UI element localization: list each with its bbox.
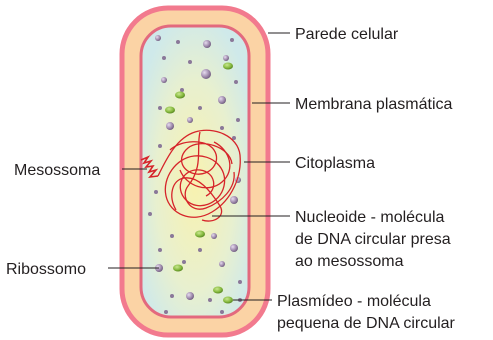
- plasmid: [173, 265, 183, 272]
- ribosome: [220, 126, 224, 130]
- ribosome: [238, 280, 242, 284]
- ribosome: [230, 244, 238, 252]
- ribosome: [166, 122, 174, 130]
- ribosome: [203, 40, 211, 48]
- label-nucleoid-line2: de DNA circular presa: [295, 231, 451, 248]
- ribosome: [234, 80, 238, 84]
- ribosome: [223, 55, 229, 61]
- ribosome: [170, 234, 174, 238]
- ribosome: [170, 294, 174, 298]
- plasmid: [213, 287, 223, 294]
- ribosome: [230, 196, 238, 204]
- ribosome: [219, 261, 225, 267]
- ribosome: [154, 190, 158, 194]
- label-cell-wall: Parede celular: [295, 26, 399, 43]
- ribosome: [188, 60, 192, 64]
- ribosome: [161, 77, 167, 83]
- plasmid: [223, 297, 233, 304]
- ribosome: [180, 88, 184, 92]
- ribosome: [220, 310, 224, 314]
- label-nucleoid-line1: Nucleoide - molécula: [295, 209, 445, 226]
- label-plasmid-line1: Plasmídeo - molécula: [277, 293, 431, 310]
- ribosome: [164, 310, 168, 314]
- ribosome: [162, 56, 166, 60]
- ribosome: [158, 144, 162, 148]
- label-nucleoid-line3: ao mesossoma: [295, 253, 404, 270]
- ribosome: [182, 260, 186, 264]
- ribosome: [211, 233, 217, 239]
- cytoplasm: [141, 26, 249, 317]
- ribosome: [176, 40, 180, 44]
- plasmid: [195, 231, 205, 238]
- ribosome: [155, 35, 161, 41]
- ribosome: [201, 69, 211, 79]
- ribosome: [208, 298, 212, 302]
- ribosome: [187, 117, 193, 123]
- plasmid: [175, 92, 185, 99]
- label-plasma-membrane: Membrana plasmática: [295, 96, 453, 113]
- plasmid: [165, 107, 175, 114]
- ribosome: [158, 106, 162, 110]
- ribosome: [198, 106, 202, 110]
- label-plasmid-line2: pequena de DNA circular: [277, 315, 456, 332]
- ribosome: [218, 96, 226, 104]
- label-mesosome: Mesossoma: [14, 162, 100, 179]
- ribosome: [158, 248, 162, 252]
- label-ribosome: Ribossomo: [6, 261, 86, 278]
- ribosome: [230, 38, 234, 42]
- ribosome: [186, 292, 194, 300]
- ribosome: [198, 248, 202, 252]
- label-cytoplasm: Citoplasma: [295, 155, 375, 172]
- plasmid: [223, 63, 233, 70]
- ribosome: [148, 212, 152, 216]
- ribosome: [236, 118, 240, 122]
